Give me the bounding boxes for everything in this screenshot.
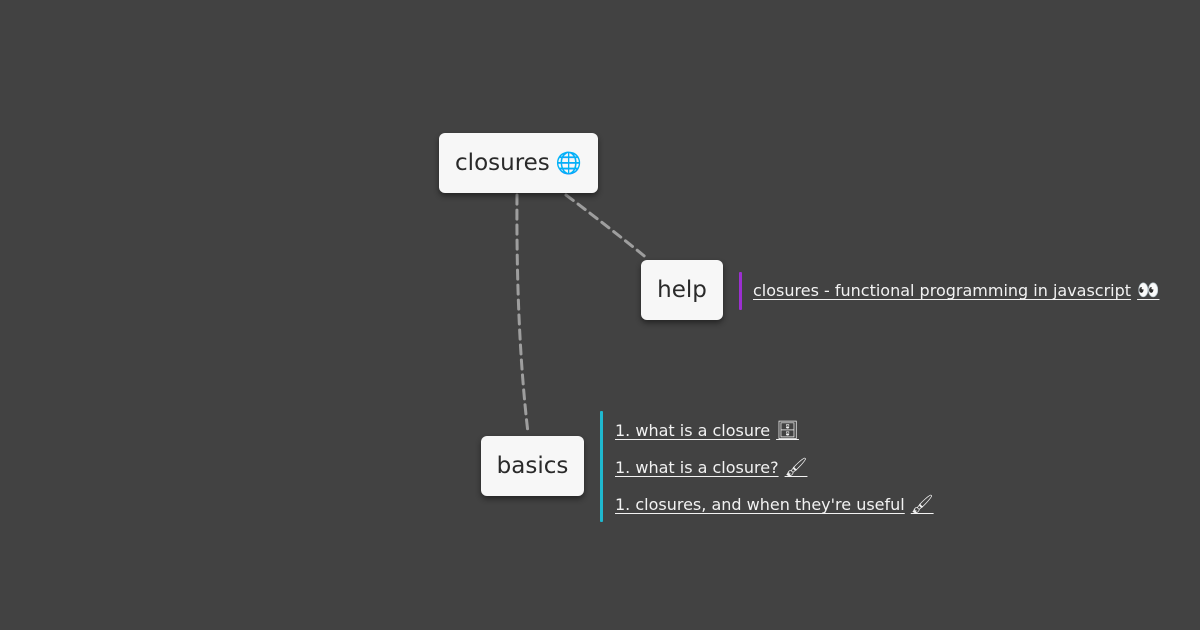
connector-closures-help <box>564 193 650 261</box>
node-help[interactable]: help <box>641 260 723 320</box>
root-node-label: closures <box>455 150 550 176</box>
help-link-closures-fp[interactable]: closures - functional programming in jav… <box>753 280 1159 301</box>
basics-link-what-is-a-closure[interactable]: 1. what is a closure 🗄 <box>615 420 799 441</box>
help-node-label: help <box>657 277 707 303</box>
brush-icon: 🖌 <box>910 494 934 515</box>
basics-link-what-is-a-closure-question[interactable]: 1. what is a closure? 🖌 <box>615 457 807 478</box>
basics-links-bar <box>600 411 603 522</box>
basics-node-label: basics <box>496 453 569 479</box>
brush-icon: 🖌 <box>784 457 808 478</box>
eyes-icon: 👀 <box>1137 280 1160 301</box>
basics-link-closures-when-useful[interactable]: 1. closures, and when they're useful 🖌 <box>615 494 934 515</box>
stack-icon: 🗄 <box>776 420 799 441</box>
basics-link-text: 1. what is a closure? <box>615 458 779 477</box>
help-link-text: closures - functional programming in jav… <box>753 281 1132 300</box>
basics-link-text: 1. closures, and when they're useful <box>615 495 905 514</box>
connector-closures-basics <box>515 193 530 435</box>
help-links-bar <box>739 272 742 310</box>
basics-link-text: 1. what is a closure <box>615 421 771 440</box>
root-node-closures[interactable]: closures 🌐 <box>439 133 598 193</box>
globe-icon: 🌐 <box>555 150 582 175</box>
node-basics[interactable]: basics <box>481 436 584 496</box>
